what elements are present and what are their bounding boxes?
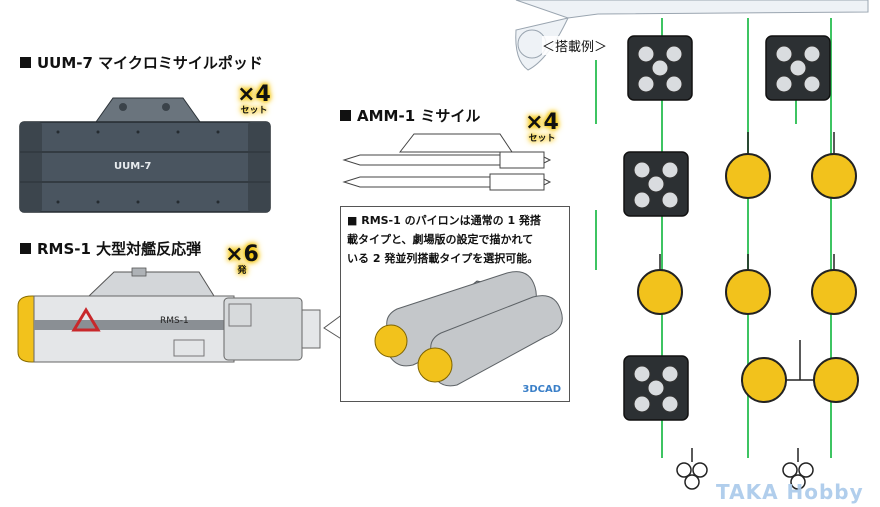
amm1-heading: AMM-1 ミサイル <box>340 105 480 126</box>
bullet-square-icon <box>340 110 351 121</box>
pod-mount <box>623 151 689 217</box>
uum7-badge-unit: セット <box>240 106 268 116</box>
rms1-badge-unit: 発 <box>237 266 247 276</box>
uum7-pod-illustration <box>19 97 271 213</box>
uum7-body-label: UUM-7 <box>114 161 152 172</box>
cad-label: 3DCAD <box>522 384 561 395</box>
rms1-quantity-badge: ×6 発 <box>220 244 264 276</box>
rms1-badge-count: ×6 <box>225 242 259 267</box>
amm1-heading-text: AMM-1 ミサイル <box>357 107 481 125</box>
rms1-heading: RMS-1 大型対艦反応弾 <box>20 238 201 259</box>
pod-mount <box>627 35 693 101</box>
amm1-quantity-badge: ×4 セット <box>520 112 564 144</box>
pod-mount <box>623 355 689 421</box>
watermark: TAKA Hobby <box>716 480 864 504</box>
rms1-twin-pylon-render <box>374 271 563 387</box>
rms1-missile-illustration <box>17 267 321 363</box>
amm1-missile-illustration <box>342 133 552 191</box>
rms1-pylon-callout: ■ RMS-1 のパイロンは通常の 1 発搭 載タイプと、劇場版の設定で描かれて… <box>340 206 570 402</box>
rms1-heading-text: RMS-1 大型対艦反応弾 <box>37 240 202 258</box>
rms1-body-label: RMS-1 <box>160 316 189 326</box>
amm1-badge-unit: セット <box>528 134 556 144</box>
pod-mount <box>765 35 831 101</box>
uum7-heading: UUM-7 マイクロミサイルポッド <box>20 52 263 73</box>
callout-pointer <box>323 313 344 341</box>
uum7-heading-text: UUM-7 マイクロミサイルポッド <box>37 54 263 72</box>
loadout-example-label: ＜搭載例＞ <box>542 36 608 55</box>
amm1-badge-count: ×4 <box>525 110 559 135</box>
loadout-diagram <box>515 0 869 490</box>
bullet-square-icon <box>20 57 31 68</box>
callout-text: ■ RMS-1 のパイロンは通常の 1 発搭 載タイプと、劇場版の設定で描かれて… <box>347 214 541 265</box>
bullet-square-icon <box>20 243 31 254</box>
uum7-quantity-badge: ×4 セット <box>232 84 276 116</box>
uum7-badge-count: ×4 <box>237 82 271 107</box>
